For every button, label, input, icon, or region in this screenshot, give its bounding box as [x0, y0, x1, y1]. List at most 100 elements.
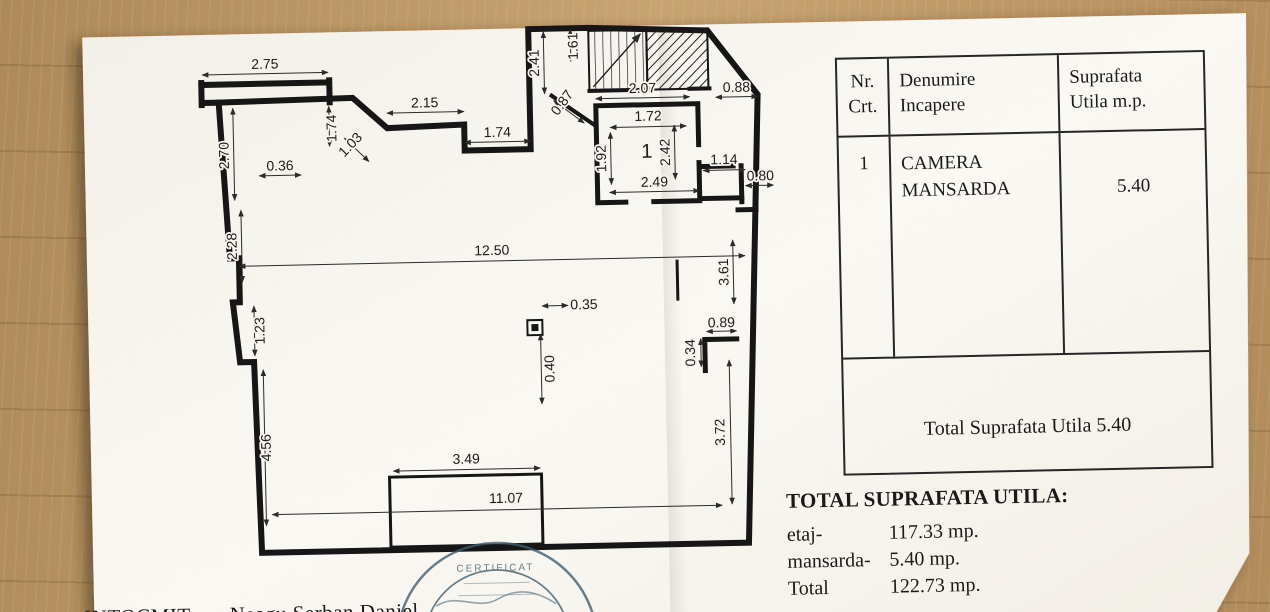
header-text: Incapere [899, 94, 966, 117]
dimension-line [744, 182, 775, 189]
stamp-inner-ring [423, 569, 571, 612]
dim-label: 1.23 [251, 317, 268, 345]
dim-label: 0.35 [570, 296, 598, 313]
dimension-lines [201, 28, 775, 527]
dimension-line [230, 107, 238, 202]
summary-value: 122.73 mp. [889, 573, 981, 598]
dim-label: 0.80 [747, 167, 775, 184]
dimension-line [260, 369, 270, 527]
dimension-line [594, 94, 691, 102]
header-text: Crt. [848, 95, 878, 118]
dimension-line [698, 337, 704, 368]
room-area-value: 5.40 [1116, 175, 1151, 197]
dimension-line [238, 209, 246, 283]
dim-label: 3.61 [715, 258, 732, 286]
stamp: CERTIFICAT [395, 541, 599, 612]
header-text: Utila m.p. [1069, 90, 1147, 113]
dimension-line [386, 108, 465, 116]
dim-label: 3.49 [452, 450, 480, 467]
table-row: 1 CAMERA MANSARDA 5.40 [838, 130, 1210, 360]
row-cell-nr: 1 [838, 136, 896, 358]
chimney-symbol [526, 318, 544, 337]
summary-title: TOTAL SUPRAFATA UTILA: [785, 482, 1069, 513]
dim-label: 2.42 [657, 138, 674, 166]
dimension-line [537, 333, 545, 405]
dim-label: 1.61 [564, 32, 581, 60]
dimension-line [541, 302, 569, 309]
dim-label: 0.34 [682, 339, 699, 367]
dimension-line [392, 465, 542, 474]
dimension-line [607, 131, 615, 186]
header-text: Suprafata [1069, 65, 1143, 88]
stamp-outer-ring [395, 541, 599, 612]
stair-hatch [645, 27, 710, 91]
dimension-line [271, 502, 723, 518]
dimension-line [238, 253, 746, 269]
dim-label: 12.50 [474, 242, 510, 259]
totals-summary: TOTAL SUPRAFATA UTILA: etaj- 117.33 mp. … [786, 483, 1071, 603]
dimension-line [608, 187, 701, 196]
room-1-walls [593, 101, 745, 206]
area-table: Nr. Crt. Denumire Incapere Suprafata Uti… [834, 50, 1214, 476]
dimension-line [540, 31, 548, 95]
dim-label: 1.74 [323, 114, 340, 142]
stair-direction-arrow [592, 33, 641, 88]
wall-projection [198, 77, 333, 109]
dim-label: 2.28 [223, 232, 240, 260]
dim-label: 0.36 [266, 157, 294, 174]
dim-label: 2.15 [411, 94, 439, 111]
dim-label: 0.40 [541, 355, 558, 383]
dim-label: 1.14 [710, 151, 738, 168]
dim-label: 2.41 [526, 49, 543, 77]
right-side-walls [702, 206, 759, 374]
row-number: 1 [859, 153, 870, 175]
dimension-line [705, 328, 738, 335]
dimension-line [729, 239, 737, 305]
summary-label: mansarda- [787, 549, 871, 573]
dim-label: 3.72 [711, 418, 728, 446]
dimension-line [702, 166, 746, 174]
dim-label: 2.07 [629, 80, 657, 97]
header-text: Denumire [899, 68, 976, 92]
dim-label: 2.49 [641, 173, 669, 190]
dim-label: 1.74 [484, 124, 512, 141]
summary-label: Total [787, 577, 829, 600]
dim-label: 2.70 [215, 142, 232, 170]
dimension-line [201, 69, 329, 78]
header-cell-nr: Nr. Crt. [836, 58, 891, 136]
dim-label: 1.92 [593, 145, 610, 173]
dimension-line [326, 105, 333, 148]
header-cell-area: Suprafata Utila m.p. [1059, 52, 1205, 131]
row-cell-area: 5.40 [1060, 130, 1209, 353]
area-table-header: Nr. Crt. Denumire Incapere Suprafata Uti… [836, 52, 1205, 138]
summary-value: 5.40 mp. [889, 547, 961, 571]
stamp-text: CERTIFICAT [456, 562, 534, 575]
dim-label: 1.72 [634, 107, 662, 124]
dimension-line [726, 359, 735, 505]
dimension-labels: 2.75 2.15 2.41 1.61 2.07 0.88 1.74 0.87 … [214, 30, 776, 507]
stamp-detail-line [458, 593, 537, 597]
dimension-line [258, 172, 302, 179]
dimension-line [251, 305, 258, 357]
dim-label: 0.89 [708, 314, 736, 331]
dim-label: 2.75 [251, 55, 279, 72]
table-total-text: Total Suprafata Utila 5.40 [923, 413, 1132, 440]
dimension-line [714, 93, 759, 100]
summary-value: 117.33 mp. [888, 519, 979, 544]
summary-label: etaj- [786, 523, 823, 546]
dimension-line [567, 28, 574, 62]
staircase [587, 27, 710, 92]
header-cell-name: Denumire Incapere [888, 55, 1061, 135]
wall-stub [675, 259, 680, 301]
dimension-line [553, 100, 585, 124]
prepared-by-label: INTOCMIT: [84, 603, 196, 612]
table-total-row: Total Suprafata Utila 5.40 [843, 352, 1211, 474]
dim-label: 4.56 [258, 434, 275, 462]
room-name: CAMERA [900, 151, 983, 175]
stamp-detail-line [463, 581, 530, 585]
row-cell-name: CAMERA MANSARDA [890, 133, 1066, 357]
chimney-core [531, 324, 539, 332]
